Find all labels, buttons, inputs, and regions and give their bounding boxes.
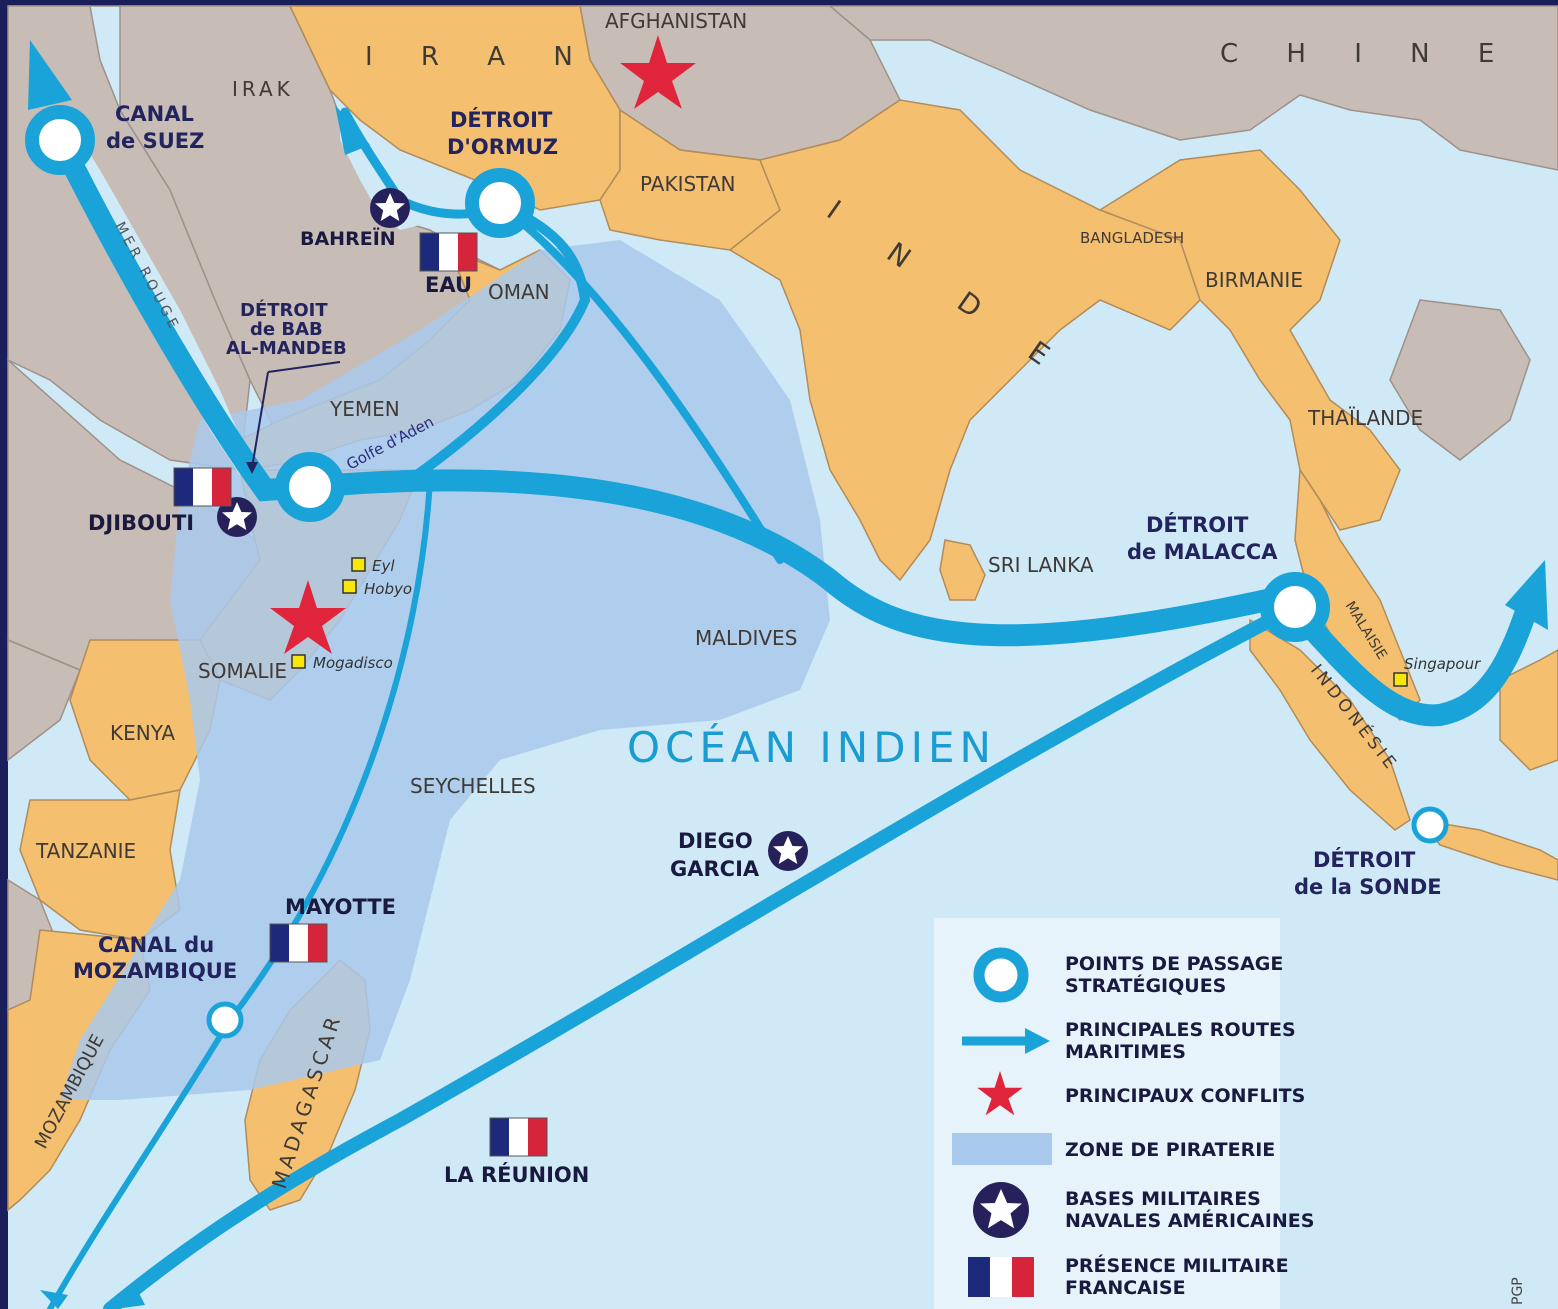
french-flag-icon (968, 1257, 1034, 1297)
maritime-routes (28, 40, 1548, 1309)
french-flag-icon (173, 467, 232, 507)
legend-item-routes-line1: PRINCIPALES ROUTES (1065, 1019, 1296, 1041)
label-mozambique-canal-line1: CANAL du (98, 933, 214, 957)
label-singapour: Singapour (1404, 655, 1481, 673)
piracy-zone-icon (952, 1133, 1052, 1165)
conflict-star-icon (977, 1071, 1023, 1116)
passage-point-suez (25, 105, 95, 175)
passage-points (25, 105, 1449, 1039)
label-ormuz-line2: D'ORMUZ (447, 135, 558, 159)
label-pakistan: PAKISTAN (640, 172, 735, 196)
label-mayotte: MAYOTTE (285, 895, 396, 919)
label-maldives: MALDIVES (695, 626, 797, 650)
label-bab-line2: de BAB (250, 319, 323, 340)
label-bab-line3: AL-MANDEB (226, 338, 347, 359)
label-seychelles: SEYCHELLES (410, 774, 536, 798)
label-diego-garcia-line1: DIEGO (678, 829, 753, 853)
us-base-star-icon (973, 1182, 1029, 1238)
legend-item-conflicts: PRINCIPAUX CONFLITS (1065, 1085, 1305, 1107)
label-yemen: YEMEN (329, 397, 400, 421)
passage-point-malacca (1260, 572, 1330, 642)
label-diego-garcia-line2: GARCIA (670, 857, 760, 881)
label-sonde-line1: DÉTROIT (1313, 847, 1416, 872)
bab-pointer (267, 361, 341, 373)
label-suez-line2: de SUEZ (106, 129, 204, 153)
label-hobyo: Hobyo (364, 580, 412, 598)
legend: POINTS DE PASSAGE STRATÉGIQUES PRINCIPAL… (934, 918, 1314, 1309)
legend-item-us-bases-line1: BASES MILITAIRES (1065, 1188, 1261, 1210)
passage-point-sonde (1411, 806, 1449, 844)
legend-item-french-line2: FRANCAISE (1065, 1277, 1186, 1299)
label-mogadisco: Mogadisco (313, 654, 393, 672)
passage-point-bab-al-mandeb (275, 452, 345, 522)
label-eyl: Eyl (372, 557, 395, 575)
label-ocean-indien: OCÉAN INDIEN (627, 722, 996, 772)
french-flag-icon (419, 232, 478, 272)
us-base-star-icon (370, 188, 410, 228)
us-base-star-icon (768, 831, 808, 871)
port-markers (291, 557, 1408, 687)
label-thailande: THAÏLANDE (1307, 406, 1423, 430)
label-bab-line1: DÉTROIT (240, 299, 328, 321)
label-oman: OMAN (488, 280, 550, 304)
label-iran: I R A N (365, 42, 593, 72)
credit: PGP (1510, 1277, 1526, 1305)
label-bahrein: BAHREÏN (300, 226, 396, 250)
french-flag-icon (489, 1117, 548, 1157)
label-djibouti: DJIBOUTI (88, 511, 194, 535)
label-eau: EAU (425, 273, 472, 297)
label-bangladesh: BANGLADESH (1080, 229, 1184, 247)
legend-item-passage-line1: POINTS DE PASSAGE (1065, 953, 1283, 975)
label-suez-line1: CANAL (115, 102, 194, 126)
label-sonde-line2: de la SONDE (1294, 875, 1442, 899)
label-sri-lanka: SRI LANKA (988, 553, 1094, 577)
passage-point-mozambique (206, 1001, 244, 1039)
legend-item-french-line1: PRÉSENCE MILITAIRE (1065, 1254, 1289, 1277)
legend-item-passage-line2: STRATÉGIQUES (1065, 974, 1226, 997)
label-mozambique-canal-line2: MOZAMBIQUE (73, 959, 237, 983)
legend-item-routes-line2: MARITIMES (1065, 1041, 1186, 1063)
label-tanzanie: TANZANIE (35, 839, 136, 863)
label-malacca-line2: de MALACCA (1127, 540, 1278, 564)
label-la-reunion: LA RÉUNION (444, 1162, 589, 1187)
label-kenya: KENYA (110, 721, 175, 745)
label-irak: IRAK (232, 77, 294, 101)
label-ormuz-line1: DÉTROIT (450, 107, 553, 132)
label-chine: C H I N E (1220, 39, 1514, 69)
label-somalie: SOMALIE (198, 659, 287, 683)
legend-item-piracy: ZONE DE PIRATERIE (1065, 1139, 1275, 1161)
legend-item-us-bases-line2: NAVALES AMÉRICAINES (1065, 1209, 1314, 1232)
french-flag-icon (269, 923, 328, 963)
label-afghanistan: AFGHANISTAN (605, 9, 747, 33)
passage-point-ormuz (465, 168, 535, 238)
label-birmanie: BIRMANIE (1205, 268, 1303, 292)
ring-icon (973, 947, 1029, 1003)
label-malacca-line1: DÉTROIT (1146, 512, 1249, 537)
